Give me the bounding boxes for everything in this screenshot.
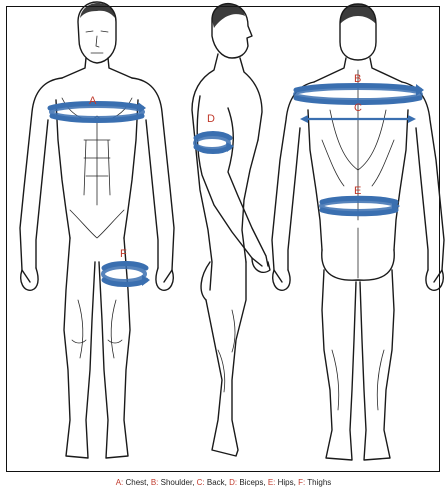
legend-label: Chest, xyxy=(125,478,151,487)
legend-key: B: xyxy=(150,478,161,487)
legend-label: Back, xyxy=(206,478,230,487)
side-view-figure xyxy=(191,2,271,457)
tape-biceps xyxy=(193,131,234,154)
marker-b: B xyxy=(354,73,361,85)
legend-item-thighs: F: Thighs xyxy=(298,478,331,487)
marker-e: E xyxy=(354,185,361,197)
legend-item-shoulder: B: Shoulder, xyxy=(151,478,197,487)
tape-hips xyxy=(319,195,400,217)
marker-a: A xyxy=(89,95,97,107)
legend-label: Hips, xyxy=(277,478,299,487)
tape-shoulder xyxy=(293,83,424,105)
legend-item-back: C: Back, xyxy=(197,478,229,487)
back-view-figure xyxy=(271,3,445,461)
tape-chest xyxy=(47,101,146,123)
marker-c: C xyxy=(354,102,362,114)
legend-key: F: xyxy=(298,478,308,487)
legend-key: E: xyxy=(267,478,278,487)
legend-caption: A: Chest, B: Shoulder, C: Back, D: Bicep… xyxy=(0,478,447,487)
legend-key: D: xyxy=(229,478,240,487)
front-view-figure xyxy=(19,1,175,459)
legend-label: Thighs xyxy=(307,478,332,487)
legend-item-chest: A: Chest, xyxy=(116,478,151,487)
tape-back xyxy=(300,115,416,123)
tape-thighs xyxy=(101,261,150,287)
legend-label: Shoulder, xyxy=(160,478,197,487)
legend-key: C: xyxy=(196,478,207,487)
legend-key: A: xyxy=(115,478,126,487)
legend-item-hips: E: Hips, xyxy=(268,478,298,487)
marker-f: F xyxy=(120,248,127,260)
legend-label: Biceps, xyxy=(239,478,268,487)
marker-d: D xyxy=(207,113,215,125)
legend-item-biceps: D: Biceps, xyxy=(229,478,268,487)
